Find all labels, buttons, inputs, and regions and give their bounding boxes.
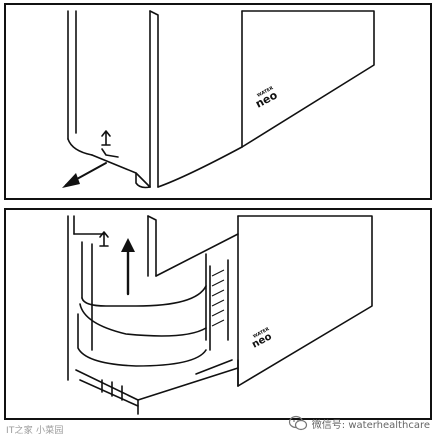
step-1-illustration: neo WATER bbox=[62, 10, 375, 189]
lift-up-arrow bbox=[121, 238, 135, 296]
latch-icon bbox=[99, 231, 109, 247]
pull-out-arrow bbox=[62, 162, 107, 188]
watermark-right: 微信号: waterhealthcare bbox=[288, 415, 430, 431]
step-2-illustration: neo WATER bbox=[67, 215, 373, 415]
filter-module bbox=[67, 10, 243, 189]
wechat-logo-icon bbox=[288, 415, 307, 431]
watermark-left: IT之家 小菜园 bbox=[6, 426, 64, 436]
step-1-panel: neo WATER bbox=[4, 3, 432, 200]
latch-icon bbox=[101, 130, 111, 146]
cabinet-body bbox=[237, 215, 373, 387]
watermark-wechat-id: 微信号: waterhealthcare bbox=[311, 419, 430, 431]
base-tray bbox=[75, 359, 239, 415]
filter-cartridge bbox=[77, 241, 207, 367]
step-2-panel: neo WATER bbox=[4, 208, 432, 420]
cabinet-body bbox=[241, 10, 375, 148]
unit-frame bbox=[67, 215, 239, 381]
brand-logo: neo WATER bbox=[253, 85, 280, 111]
brand-logo: neo WATER bbox=[250, 326, 274, 351]
housing-ribs bbox=[209, 259, 229, 351]
